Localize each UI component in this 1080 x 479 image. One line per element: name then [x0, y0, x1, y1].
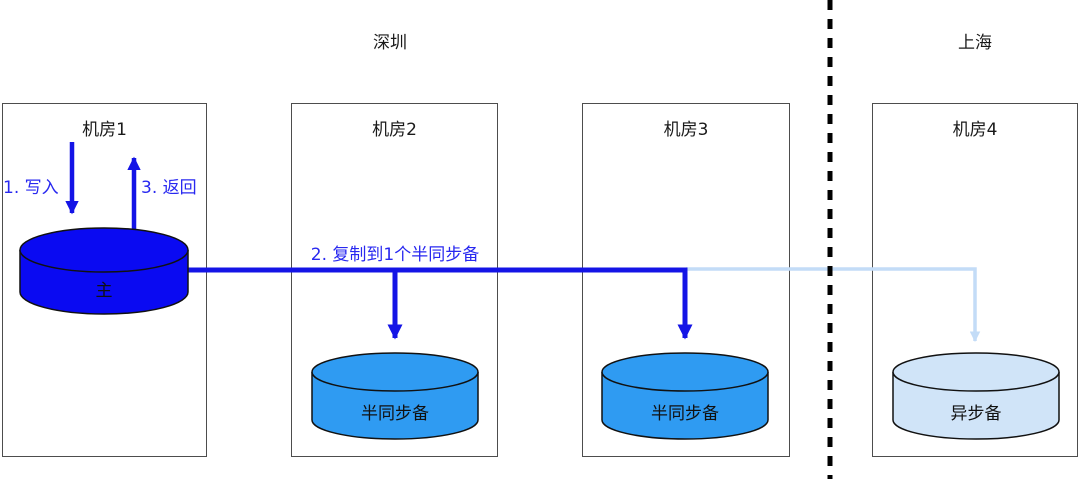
room-label-2: 机房2: [372, 120, 417, 140]
db-label-semi-sync-room2: 半同步备: [361, 404, 429, 424]
room-label-3: 机房3: [663, 120, 709, 140]
db-label-primary: 主: [95, 281, 113, 301]
room-label-1: 机房1: [82, 120, 127, 140]
region-label-shanghai: 上海: [958, 33, 992, 53]
db-label-async: 异步备: [950, 404, 1002, 424]
replicate-label: 2. 复制到1个半同步备: [310, 245, 480, 265]
room-label-4: 机房4: [952, 120, 998, 140]
db-label-semi-sync-room3: 半同步备: [651, 404, 719, 424]
return-label: 3. 返回: [141, 178, 197, 198]
write-label: 1. 写入: [3, 178, 59, 198]
region-label-shenzhen: 深圳: [373, 33, 407, 53]
